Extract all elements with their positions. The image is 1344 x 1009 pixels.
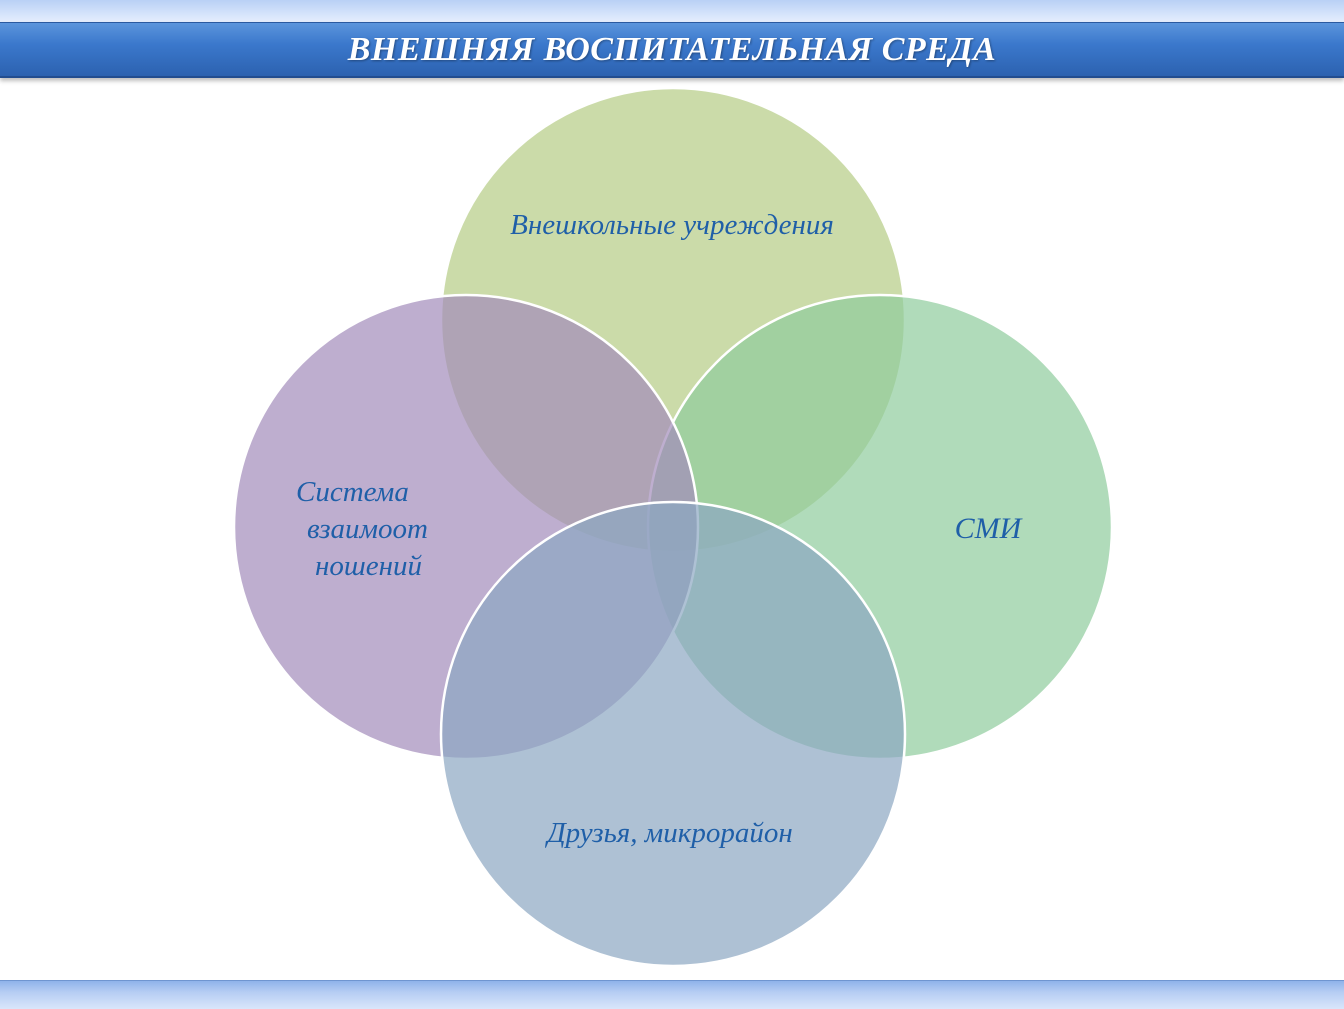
circle-bottom-label: Друзья, микрорайон [544,817,793,849]
circle-bottom [439,500,907,968]
bottom-decor-strip [0,980,1344,1009]
title-bar: ВНЕШНЯЯ ВОСПИТАТЕЛЬНАЯ СРЕДА [0,22,1344,78]
circle-left-label: Система взаимоот ношений [296,476,435,582]
circle-top-label: Внешкольные учреждения [510,209,834,241]
page-title: ВНЕШНЯЯ ВОСПИТАТЕЛЬНАЯ СРЕДА [347,30,997,68]
top-decor-strip [0,0,1344,24]
circle-right-label: СМИ [955,512,1024,545]
